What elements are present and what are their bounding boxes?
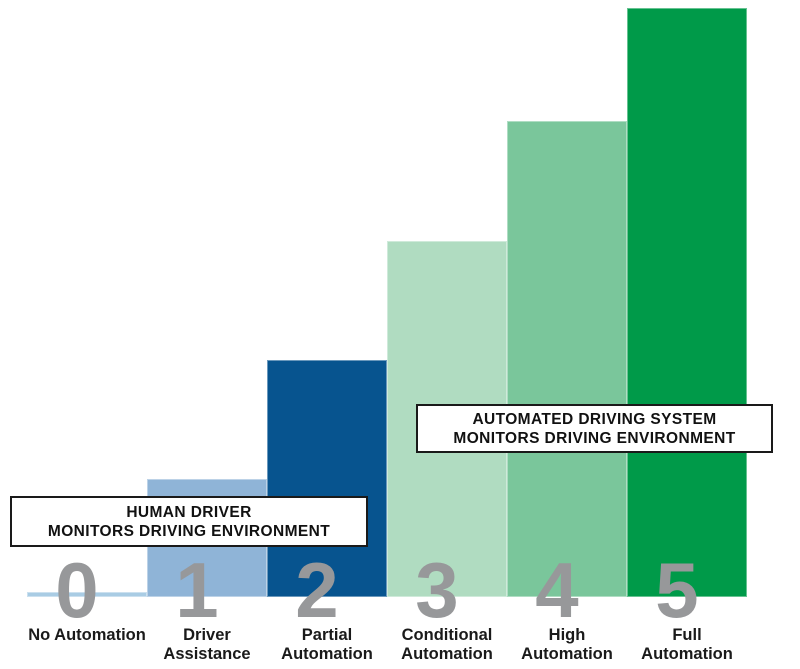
human-driver-callout: HUMAN DRIVER MONITORS DRIVING ENVIRONMEN…	[10, 496, 368, 547]
category-label-line: Automation	[401, 645, 493, 663]
level-number-4: 4	[535, 546, 579, 634]
category-label-line: Conditional	[401, 626, 493, 644]
bar-level-0	[27, 592, 147, 597]
category-label-line: High	[548, 626, 586, 644]
level-number-0: 0	[55, 546, 99, 634]
level-number-2: 2	[295, 546, 339, 634]
level-number-3: 3	[415, 546, 459, 634]
category-label-line: No Automation	[28, 626, 146, 644]
category-label-line: Partial	[301, 626, 353, 644]
automated-driving-system-callout: AUTOMATED DRIVING SYSTEM MONITORS DRIVIN…	[416, 404, 773, 453]
category-label-line: Assistance	[163, 645, 251, 663]
category-label-line: Full	[672, 626, 702, 644]
bar-level-5	[627, 8, 747, 597]
automated-driving-system-callout-line-1: AUTOMATED DRIVING SYSTEM	[472, 410, 717, 428]
bar-level-2	[267, 360, 387, 597]
bar-level-4	[507, 121, 627, 597]
human-driver-callout-line-2: MONITORS DRIVING ENVIRONMENT	[47, 522, 331, 540]
category-label-line: Automation	[281, 645, 373, 663]
human-driver-callout-line-1: HUMAN DRIVER	[126, 503, 252, 521]
automated-driving-system-callout-line-2: MONITORS DRIVING ENVIRONMENT	[453, 429, 736, 447]
category-label-line: Driver	[183, 626, 231, 644]
level-number-1: 1	[175, 546, 219, 634]
category-label-line: Automation	[521, 645, 613, 663]
level-number-5: 5	[655, 546, 699, 634]
category-label-0: No Automation	[7, 626, 167, 645]
category-label-line: Automation	[641, 645, 733, 663]
